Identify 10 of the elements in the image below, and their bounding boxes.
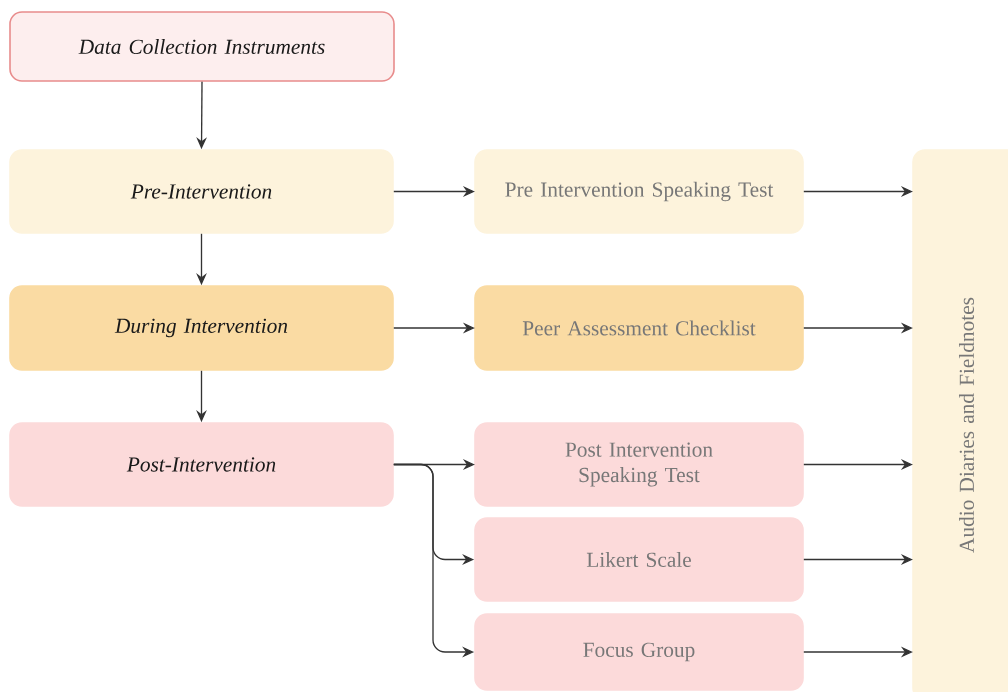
process-box: During Intervention — [9, 285, 394, 371]
process-box: Peer Assessment Checklist — [474, 285, 804, 371]
process-box: Focus Group — [474, 613, 804, 691]
process-box: Data Collection Instruments — [9, 11, 395, 82]
side-band: Audio Diaries and Fieldnotes — [912, 149, 1008, 692]
process-box: Post-Intervention — [9, 422, 394, 507]
process-box: Post Intervention Speaking Test — [474, 422, 804, 507]
process-box: Pre Intervention Speaking Test — [474, 149, 804, 234]
process-box: Pre-Intervention — [9, 149, 394, 234]
process-box: Likert Scale — [474, 517, 804, 602]
